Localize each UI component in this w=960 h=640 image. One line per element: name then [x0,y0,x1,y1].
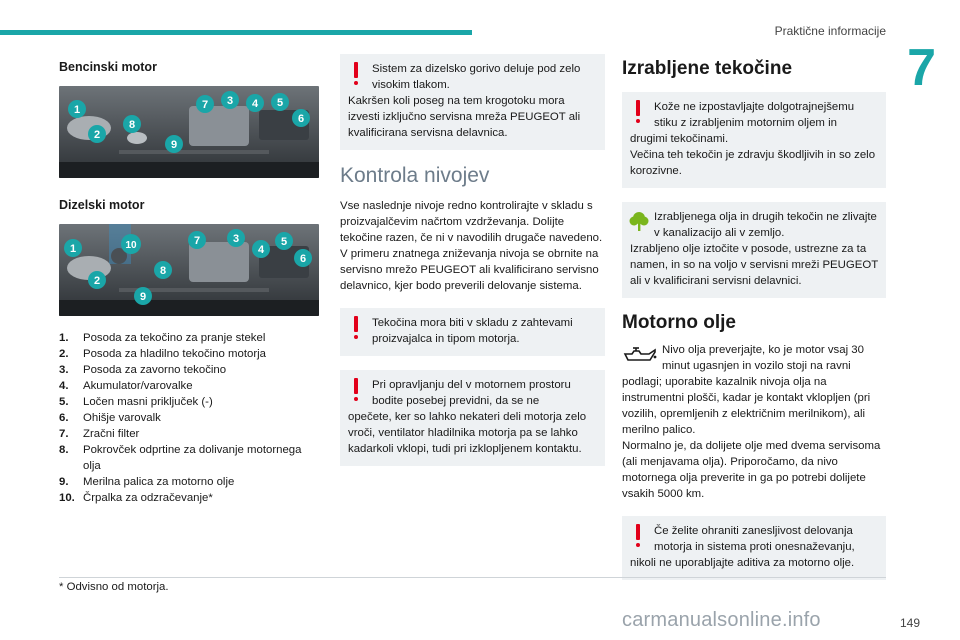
left-column: Bencinski motor 1 2 8 9 7 3 4 [59,54,321,506]
diesel-callouts: 1 2 10 8 9 7 3 4 5 6 [64,229,312,305]
callout-label: 9 [140,291,146,303]
callout-label: 6 [300,253,306,265]
callout-label: 4 [258,244,265,256]
warning-box-fuel-pressure: Sistem za dizelsko gorivo deluje pod zel… [340,54,605,150]
level-paragraph-2: V primeru znatnega zniževanja nivoja se … [340,248,599,292]
callout-label: 1 [70,243,76,255]
eco-box-disposal: Izrabljenega olja in drugih tekočin ne z… [622,202,886,298]
callout-label: 3 [233,233,239,245]
footnote: * Odvisno od motorja. [59,581,169,593]
callout-label: 5 [277,97,283,109]
tree-eco-icon [629,212,649,231]
level-check-title: Kontrola nivojev [340,164,490,187]
petrol-engine-title: Bencinski motor [59,60,157,74]
level-paragraph-1: Vse naslednje nivoje redno kontrolirajte… [340,200,603,244]
list-item: 3.Posoda za zavorno tekočino [59,364,227,376]
diesel-engine-image: 1 2 10 8 9 7 3 4 5 6 [59,224,319,316]
list-item: 2.Posoda za hladilno tekočino motorja [59,348,266,360]
petrol-engine-image: 1 2 8 9 7 3 4 5 6 [59,86,319,178]
oil-can-icon [623,347,657,361]
callout-label: 7 [202,99,208,111]
oil-paragraph-1: Nivo olja preverjajte, ko je motor vsaj … [622,344,871,436]
warning-icon [632,100,644,124]
watermark: carmanualsonline.info [622,609,821,631]
warning-icon [350,62,362,86]
callout-label: 9 [171,139,177,151]
petrol-callouts: 1 2 8 9 7 3 4 5 6 [68,91,310,153]
footer-divider [59,577,886,578]
page-number: 149 [899,616,920,630]
list-item: 8.Pokrovček odprtine za dolivanje motorn… [59,444,302,472]
warning-icon [632,524,644,548]
warning-box-hot-engine: Pri opravljanju del v motornem prostoru … [340,370,605,466]
callout-label: 8 [129,119,135,131]
list-item: 10.Črpalka za odzračevanje* [59,492,213,504]
callout-label: 5 [281,236,287,248]
callout-label: 4 [252,98,259,110]
callout-label: 7 [194,235,200,247]
list-item: 7.Zračni filter [59,428,140,440]
callout-label: 1 [74,104,80,116]
oil-paragraph-2: Normalno je, da dolijete olje med dvema … [622,440,881,500]
chapter-number: 7 [907,39,936,97]
list-item: 6.Ohišje varovalk [59,412,161,424]
right-column: Izrabljene tekočine Kože ne izpostavljaj… [622,54,886,594]
parts-list: 1.Posoda za tekočino za pranje stekel 2.… [59,330,321,506]
warning-box-skin-contact: Kože ne izpostavljajte dolgotrajnejšemu … [622,92,886,188]
warning-box-additives: Če želite ohraniti zanesljivost delovanj… [622,516,886,580]
callout-label: 10 [125,240,137,251]
callout-label: 2 [94,129,100,141]
callout-label: 8 [160,265,166,277]
callout-label: 2 [94,275,100,287]
diesel-engine-title: Dizelski motor [59,198,145,212]
list-item: 5.Ločen masni priključek (-) [59,396,213,408]
header-accent-bar [0,30,472,35]
list-item: 4.Akumulator/varovalke [59,380,193,392]
used-fluids-title: Izrabljene tekočine [622,58,793,79]
list-item: 9.Merilna palica za motorno olje [59,476,235,488]
middle-column: Sistem za dizelsko gorivo deluje pod zel… [340,54,605,480]
section-title: Praktične informacije [774,24,886,38]
engine-oil-title: Motorno olje [622,312,736,333]
list-item: 1.Posoda za tekočino za pranje stekel [59,332,266,344]
callout-label: 6 [298,113,304,125]
warning-icon [350,378,362,402]
warning-icon [350,316,362,340]
warning-box-fluid-spec: Tekočina mora biti v skladu z zahtevami … [340,308,605,356]
callout-label: 3 [227,95,233,107]
